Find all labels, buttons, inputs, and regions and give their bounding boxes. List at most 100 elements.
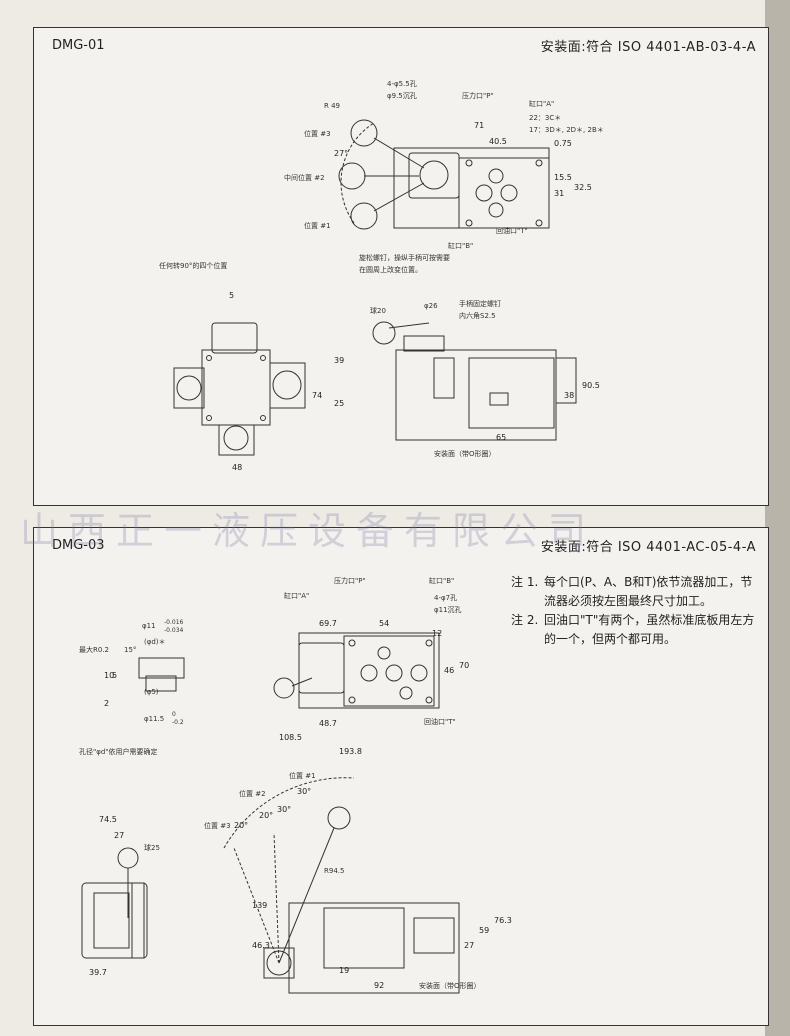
dim-2: 2 xyxy=(104,699,109,708)
dim-30a: 30° xyxy=(297,787,311,796)
dim-20b: 20° xyxy=(234,821,248,830)
dmg-03-drawing: 压力口"P" 缸口"B" 缸口"A" 4-φ7孔 φ11沉孔 回油口"T" 最大… xyxy=(79,576,512,994)
dim-39: 39 xyxy=(334,356,344,365)
dim-74: 74 xyxy=(312,391,322,400)
label-holes: 4-φ7孔 xyxy=(434,594,457,602)
panel-model-title: DMG-03 xyxy=(52,538,105,553)
label-phi11-5: φ11.5 xyxy=(144,715,164,723)
dim-46: 46 xyxy=(444,666,454,675)
label-pressure-port: 压力口"P" xyxy=(334,576,366,585)
dim-27: 27 xyxy=(114,831,124,840)
label-pos1: 位置 #1 xyxy=(304,221,331,230)
dmg-03-panel: DMG-03 安装面:符合 ISO 4401-AC-05-4-A 注 1. 每个… xyxy=(33,527,769,1026)
dim-74-5: 74.5 xyxy=(99,815,117,824)
dim-54: 54 xyxy=(379,619,389,628)
panel-model-title: DMG-01 xyxy=(52,38,105,53)
dmg-01-panel: DMG-01 安装面:符合 ISO 4401-AB-03-4-A xyxy=(33,27,769,506)
dim-76-3: 76.3 xyxy=(494,916,512,925)
dim-27a: 27° xyxy=(334,149,348,158)
dim-48-7: 48.7 xyxy=(319,719,337,728)
valve-body-top xyxy=(298,632,440,709)
label-ball20: 球20 xyxy=(370,306,386,315)
label-r94-5: R94.5 xyxy=(324,867,344,875)
label-holes: 4-φ5.5孔 xyxy=(387,80,417,88)
label-counterbore: φ9.5沉孔 xyxy=(387,92,417,100)
notes: 注 1. 每个口(P、A、B和T)依节流器加工，节流器必须按左图最终尺寸加工。 … xyxy=(511,573,761,649)
label-phi26: φ26 xyxy=(424,302,438,310)
valve-body-side xyxy=(395,349,557,441)
label-return-t: 回油口"T" xyxy=(496,226,528,235)
dim-20a: 20° xyxy=(259,811,273,820)
label-phi11-tol-dn: -0.034 xyxy=(164,627,184,634)
dim-27b: 27 xyxy=(464,941,474,950)
watermark: 山西正一液压设备有限公司 xyxy=(20,509,597,553)
label-loosen: 旋松螺钉，操纵手柄可按需要 xyxy=(359,253,450,262)
dim-139: 139 xyxy=(252,901,267,910)
dim-25: 25 xyxy=(334,399,344,408)
dim-10: 10 xyxy=(104,671,114,680)
dim-90-5: 90.5 xyxy=(582,381,600,390)
label-pos2: 位置 #2 xyxy=(239,789,266,798)
label-max-r: 最大R0.2 xyxy=(79,645,109,654)
dim-30b: 30° xyxy=(277,805,291,814)
label-phi5: (φ5) xyxy=(144,688,159,696)
page-edge-shadow xyxy=(765,0,790,1036)
label-loosen2: 在圆周上改变位置。 xyxy=(359,265,422,274)
dim-32-5: 32.5 xyxy=(574,183,592,192)
dim-5: 5 xyxy=(112,671,117,680)
note-2: 注 2. 回油口"T"有两个，虽然标准底板用左方的一个，但两个都可用。 xyxy=(511,613,755,646)
label-pos3: 位置 #3 xyxy=(204,821,231,830)
label-return-t: 回油口"T" xyxy=(424,717,456,726)
label-center-pos2: 中间位置 #2 xyxy=(284,173,325,182)
dim-70: 70 xyxy=(459,661,469,670)
dim-59: 59 xyxy=(479,926,489,935)
dim-15-5: 15.5 xyxy=(554,173,572,182)
dim-46-3: 46.3 xyxy=(252,941,270,950)
label-r49: R 49 xyxy=(324,102,340,110)
dmg-01-drawing: 4-φ5.5孔 φ9.5沉孔 压力口"P" 缸口"A" 22：3C＊ 17：3D… xyxy=(159,80,604,472)
label-port-a: 缸口"A" xyxy=(529,99,554,108)
label-pos3: 位置 #3 xyxy=(304,129,331,138)
label-counterbore: φ11沉孔 xyxy=(434,606,462,614)
dim-193-8: 193.8 xyxy=(339,747,362,756)
valve-body-top xyxy=(393,147,550,229)
dim-19: 19 xyxy=(339,966,349,975)
label-pressure-port: 压力口"P" xyxy=(462,91,494,100)
dim-69-7: 69.7 xyxy=(319,619,337,628)
dim-40-5: 40.5 xyxy=(489,137,507,146)
label-phi11-5-tol-dn: -0.2 xyxy=(172,719,184,726)
label-phi11: φ11 xyxy=(142,622,156,630)
mounting-standard: 安装面:符合 ISO 4401-AB-03-4-A xyxy=(540,40,756,55)
label-pos1: 位置 #1 xyxy=(289,771,316,780)
dim-71: 71 xyxy=(474,121,484,130)
dim-65: 65 xyxy=(496,433,506,442)
dim-5: 5 xyxy=(229,291,234,300)
mounting-standard: 安装面:符合 ISO 4401-AC-05-4-A xyxy=(540,540,756,555)
label-phid: (φd)＊ xyxy=(144,638,166,646)
dim-0-75: 0.75 xyxy=(554,139,572,148)
note-1: 注 1. 每个口(P、A、B和T)依节流器加工，节流器必须按左图最终尺寸加工。 xyxy=(511,575,753,608)
dim-38: 38 xyxy=(564,391,574,400)
dim-31: 31 xyxy=(554,189,564,198)
label-d17: 17：3D＊, 2D＊, 2B＊ xyxy=(529,126,604,134)
label-port-b: 缸口"B" xyxy=(448,241,473,250)
label-mount-surface: 安装面（带O形圈） xyxy=(434,449,496,458)
label-ball25: 球25 xyxy=(144,843,160,852)
valve-body-side xyxy=(288,902,460,994)
label-15deg: 15° xyxy=(124,646,136,654)
label-port-b: 缸口"B" xyxy=(429,576,454,585)
label-hole-note: 孔径"φd"依用户需要确定 xyxy=(79,747,158,756)
label-d22: 22：3C＊ xyxy=(529,114,561,122)
label-handle-screw: 手柄固定螺钉 xyxy=(459,299,501,308)
label-mount-surface: 安装面（带O形圈） xyxy=(419,981,481,990)
label-port-a: 缸口"A" xyxy=(284,591,309,600)
dim-12: 12 xyxy=(432,629,442,638)
dim-92: 92 xyxy=(374,981,384,990)
label-four-positions: 任何转90°的四个位置 xyxy=(159,261,227,270)
dim-108-5: 108.5 xyxy=(279,733,302,742)
label-phi11-tol-up: -0.016 xyxy=(164,619,184,626)
dim-48: 48 xyxy=(232,463,242,472)
label-phi11-5-tol-up: 0 xyxy=(172,711,176,718)
label-hex: 内六角S2.5 xyxy=(459,311,496,320)
dim-39-7: 39.7 xyxy=(89,968,107,977)
